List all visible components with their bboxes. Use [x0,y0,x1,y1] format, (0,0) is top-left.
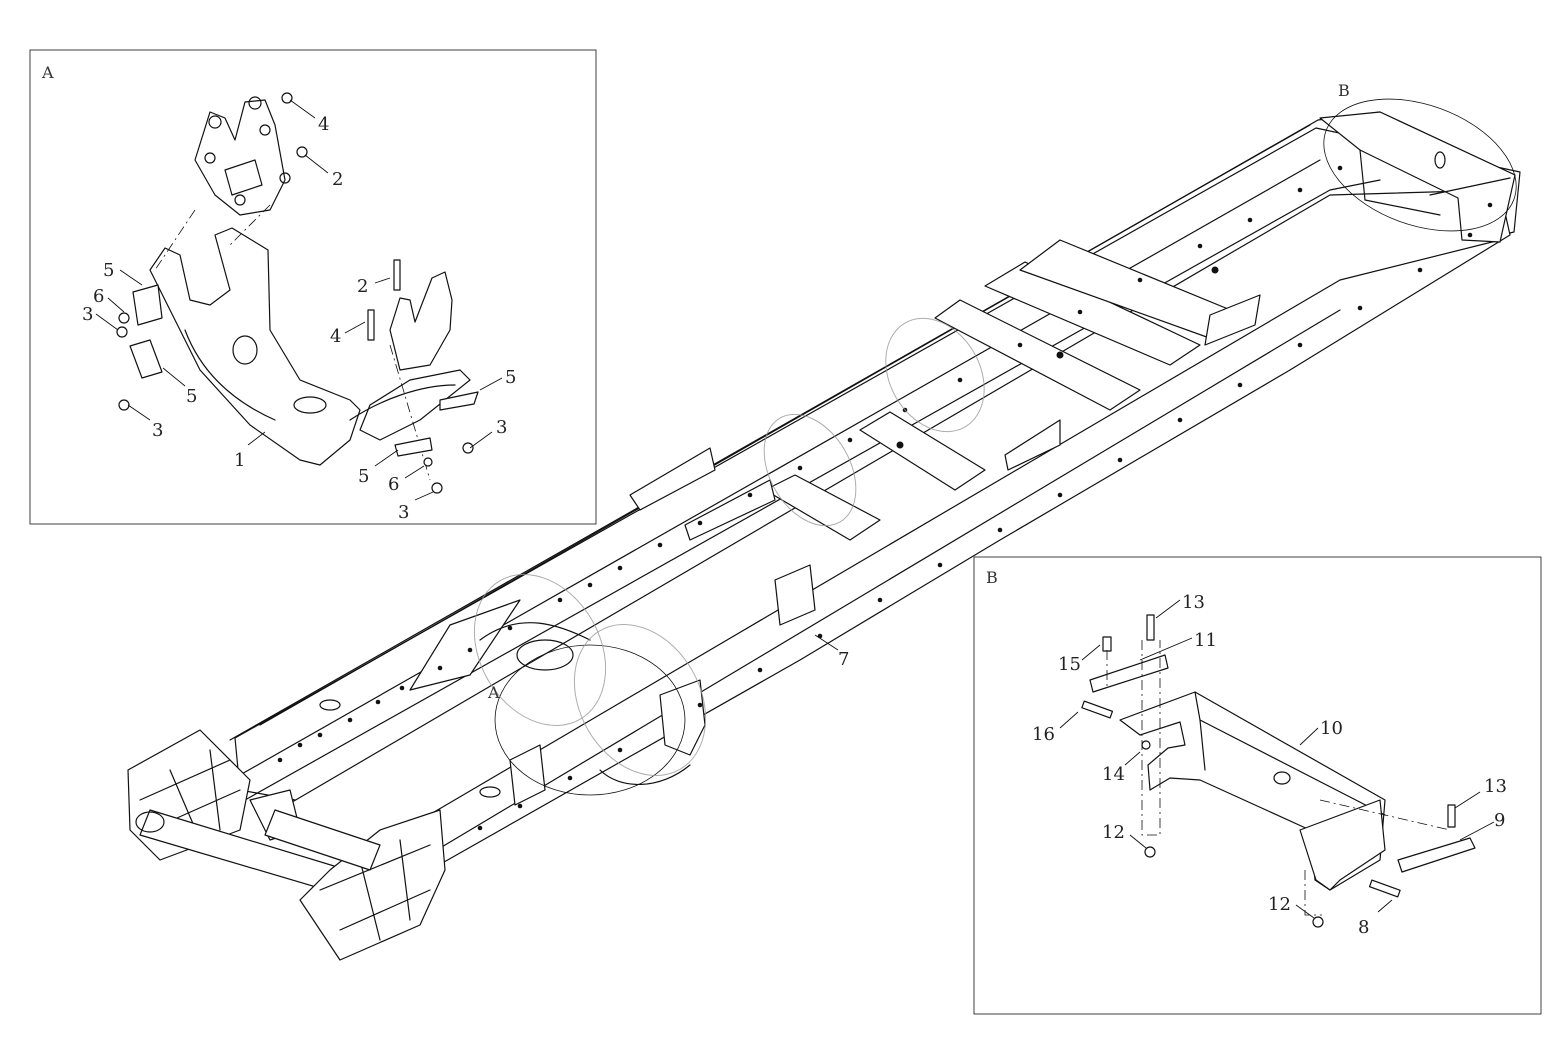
callout-a-3-left-bottom: 3 [152,420,163,441]
callout-b-12-left: 12 [1102,822,1125,843]
callout-a-6-bottom: 6 [388,474,399,495]
callout-a-2-right: 2 [357,276,368,297]
callout-b-13-top: 13 [1182,592,1205,613]
callout-a-3-bottom: 3 [398,502,409,523]
callout-a-4-right: 4 [330,326,341,347]
callout-b-16: 16 [1032,724,1055,745]
callout-a-5-left-top: 5 [103,260,114,281]
frame-holes [277,165,1493,853]
watermark [473,317,985,776]
callout-a-5-left-bottom: 5 [186,386,197,407]
detail-b-letter: B [986,568,998,587]
main-frame-drawing [127,98,1521,961]
callout-b-14: 14 [1102,764,1125,785]
main-view-a-marker: A [487,683,500,702]
callout-a-6-left: 6 [93,286,104,307]
detail-b-drawing [1059,599,1495,928]
callout-a-3-right: 3 [496,417,507,438]
callout-a-5-right: 5 [505,367,516,388]
detail-a-drawing [95,92,503,501]
rear-bogie-drawing [127,729,446,961]
callout-main-7: 7 [838,649,849,670]
callout-a-1: 1 [234,450,245,471]
callout-b-11: 11 [1194,630,1217,651]
callout-b-15: 15 [1058,654,1081,675]
callout-b-12-bottom: 12 [1268,894,1291,915]
detail-a-box [29,49,597,525]
callout-a-2-top: 2 [332,169,343,190]
detail-a-letter: A [41,63,54,82]
callout-a-3-left-top: 3 [82,304,93,325]
callout-a-4-top: 4 [318,114,329,135]
callout-b-13-right: 13 [1484,776,1507,797]
detail-b-box [973,556,1542,1015]
main-view-b-marker: B [1338,81,1350,100]
callout-b-10: 10 [1320,718,1343,739]
callout-b-8: 8 [1358,917,1369,938]
callout-b-9: 9 [1494,810,1505,831]
callout-a-5-bottom: 5 [358,466,369,487]
